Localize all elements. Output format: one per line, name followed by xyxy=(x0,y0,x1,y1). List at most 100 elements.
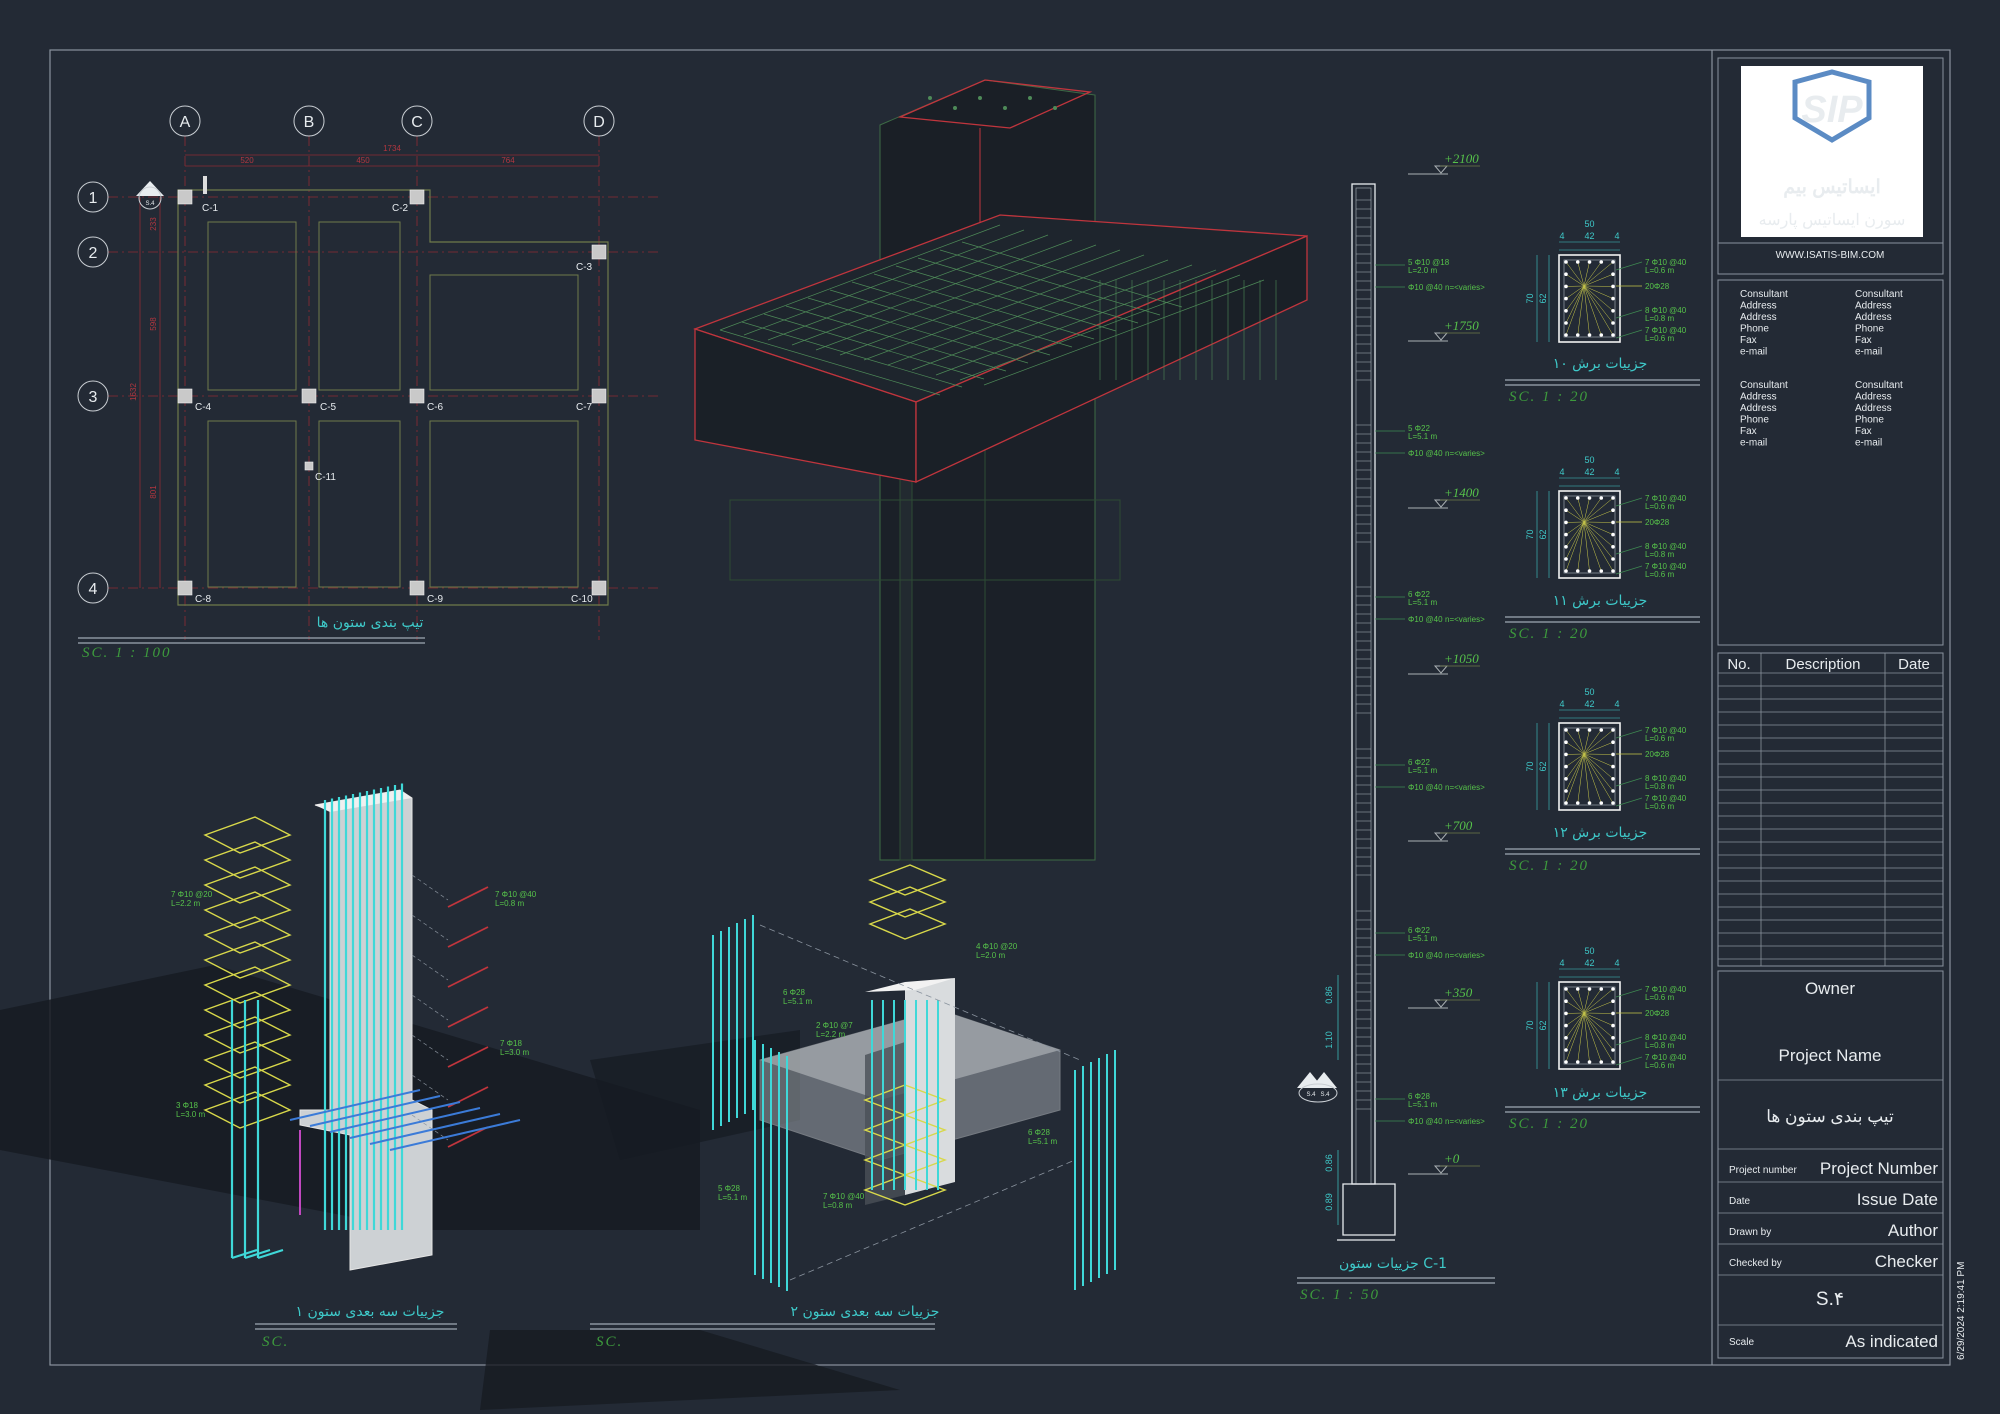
footing-bar xyxy=(309,1095,441,1127)
revision-header-date: Date xyxy=(1898,656,1930,673)
column-marker xyxy=(301,388,317,404)
slab-rebar xyxy=(851,281,1073,348)
grid-bubble xyxy=(77,236,109,268)
rebar-dot xyxy=(1564,1060,1568,1064)
rebar-dot xyxy=(1611,545,1615,549)
stirrup-tie xyxy=(203,916,292,954)
bar-leader xyxy=(1565,285,1585,311)
bar-leader xyxy=(1583,285,1614,299)
rebar-dot xyxy=(1611,764,1615,769)
rebar-label: 6 Φ28 xyxy=(1028,1128,1051,1137)
section-inner-height-dim: 62 xyxy=(1538,293,1548,303)
bar-leader xyxy=(1583,1012,1602,1063)
foundation-outline xyxy=(177,189,609,606)
column-marker xyxy=(409,388,425,404)
dimension-label: 0.86 xyxy=(1324,1154,1334,1172)
slab-rebar xyxy=(791,239,1073,346)
bar-leader xyxy=(1577,753,1585,804)
rebar-dot xyxy=(1564,496,1568,500)
slab-rebar xyxy=(983,279,1265,386)
rebar-dot xyxy=(1611,740,1615,744)
grid-label-col: B xyxy=(304,114,315,131)
rebar-dot xyxy=(1587,1060,1592,1064)
logo-company-fa: سورن ایساتیس پارسه xyxy=(1759,212,1906,229)
sheet-title: تیپ بندی ستون ها xyxy=(1766,1107,1894,1127)
column-label: C-3 xyxy=(576,262,593,273)
bar-leader xyxy=(1583,261,1590,287)
section-marker-circle[interactable] xyxy=(138,186,162,210)
level-triangle xyxy=(1433,165,1449,174)
crosstie-hook xyxy=(447,886,489,908)
tie-count-label: n=<varies> xyxy=(1445,783,1485,792)
section-inner-width-dim: 42 xyxy=(1584,699,1594,709)
consultant-line: Consultant xyxy=(1855,380,1903,391)
slab-rebar xyxy=(935,269,1217,376)
bar-leader xyxy=(1565,1012,1585,1051)
rebar-label: 6 Φ22 xyxy=(1408,926,1431,935)
field-value: Checker xyxy=(1875,1252,1939,1271)
bar-leader xyxy=(1583,753,1614,779)
column-label: C-10 xyxy=(571,594,593,605)
rebar-dot xyxy=(1575,260,1580,264)
column-marker xyxy=(409,189,425,205)
level-elevation: +2100 xyxy=(1444,151,1479,166)
bar-leader xyxy=(1577,261,1585,287)
rebar-dot xyxy=(1599,987,1604,991)
slab-rebar xyxy=(873,273,1095,340)
room-outline xyxy=(318,420,401,588)
bar-leader xyxy=(1583,729,1614,755)
rebar-label: 7 Φ10 @20 xyxy=(171,890,213,899)
column-3d-1-title: جزییات سه بعدی ستون ۱ xyxy=(296,1304,445,1320)
section-title: جزییات برش ۱۰ xyxy=(1553,356,1648,372)
rebar-label-length: L=0.8 m xyxy=(823,1201,852,1210)
bolt xyxy=(928,96,932,100)
slab-rebar xyxy=(895,265,1117,332)
rebar-dot xyxy=(1599,333,1604,337)
bar-leader xyxy=(1565,521,1585,572)
bar-leader xyxy=(1583,497,1602,523)
revision-table xyxy=(1717,652,1944,967)
rebar-label-length: L=5.1 m xyxy=(1408,1100,1437,1109)
footing-bar xyxy=(369,1113,501,1145)
dimension-bc: 450 xyxy=(356,156,370,165)
rebar-dot xyxy=(1575,569,1580,573)
section-rebar-label: 8 Φ10 @40 xyxy=(1645,1033,1687,1042)
bar-leader xyxy=(1565,1000,1585,1014)
tie-count-label: n=<varies> xyxy=(1445,283,1485,292)
rebar-dot xyxy=(1564,1023,1568,1028)
rebar-dot xyxy=(1611,309,1615,313)
slab-rebar xyxy=(917,257,1139,324)
rebar-dot xyxy=(1611,752,1615,757)
website-link: WWW.ISATIS-BIM.COM xyxy=(1776,250,1885,261)
rebar-dot xyxy=(1611,333,1615,337)
grid-bubble xyxy=(77,572,109,604)
bar-leader xyxy=(1583,521,1614,572)
rebar-dot xyxy=(1611,272,1615,277)
rebar-dot xyxy=(1564,333,1568,337)
level-triangle xyxy=(1433,832,1449,841)
slab-rebar xyxy=(767,234,1049,341)
rebar-dot xyxy=(1575,801,1580,805)
consultant-line: Phone xyxy=(1740,415,1769,426)
section-rebar-length: L=0.8 m xyxy=(1645,550,1674,559)
rebar-dot xyxy=(1611,496,1615,500)
section-outline xyxy=(1558,981,1621,1070)
section-rebar-length: L=0.6 m xyxy=(1645,266,1674,275)
rebar-dot xyxy=(1564,284,1568,289)
level-triangle xyxy=(1433,499,1449,508)
grid-label-row: 2 xyxy=(89,245,98,262)
rebar-dot xyxy=(1564,532,1568,537)
rebar-dot xyxy=(1611,777,1615,781)
rebar-dot xyxy=(1575,1060,1580,1064)
footing-outline xyxy=(1342,1183,1396,1236)
grid-label-row: 1 xyxy=(89,190,98,207)
owner-label: Owner xyxy=(1805,979,1855,998)
bar-leader xyxy=(1565,753,1585,779)
bolt xyxy=(1003,106,1007,110)
section-marker-circle[interactable] xyxy=(1298,1083,1338,1103)
stirrup-tie xyxy=(203,891,292,929)
section-inner-height-dim: 62 xyxy=(1538,529,1548,539)
bar-leader xyxy=(1565,741,1585,755)
section-width-dim: 50 xyxy=(1584,455,1594,465)
bar-leader xyxy=(1565,521,1585,535)
